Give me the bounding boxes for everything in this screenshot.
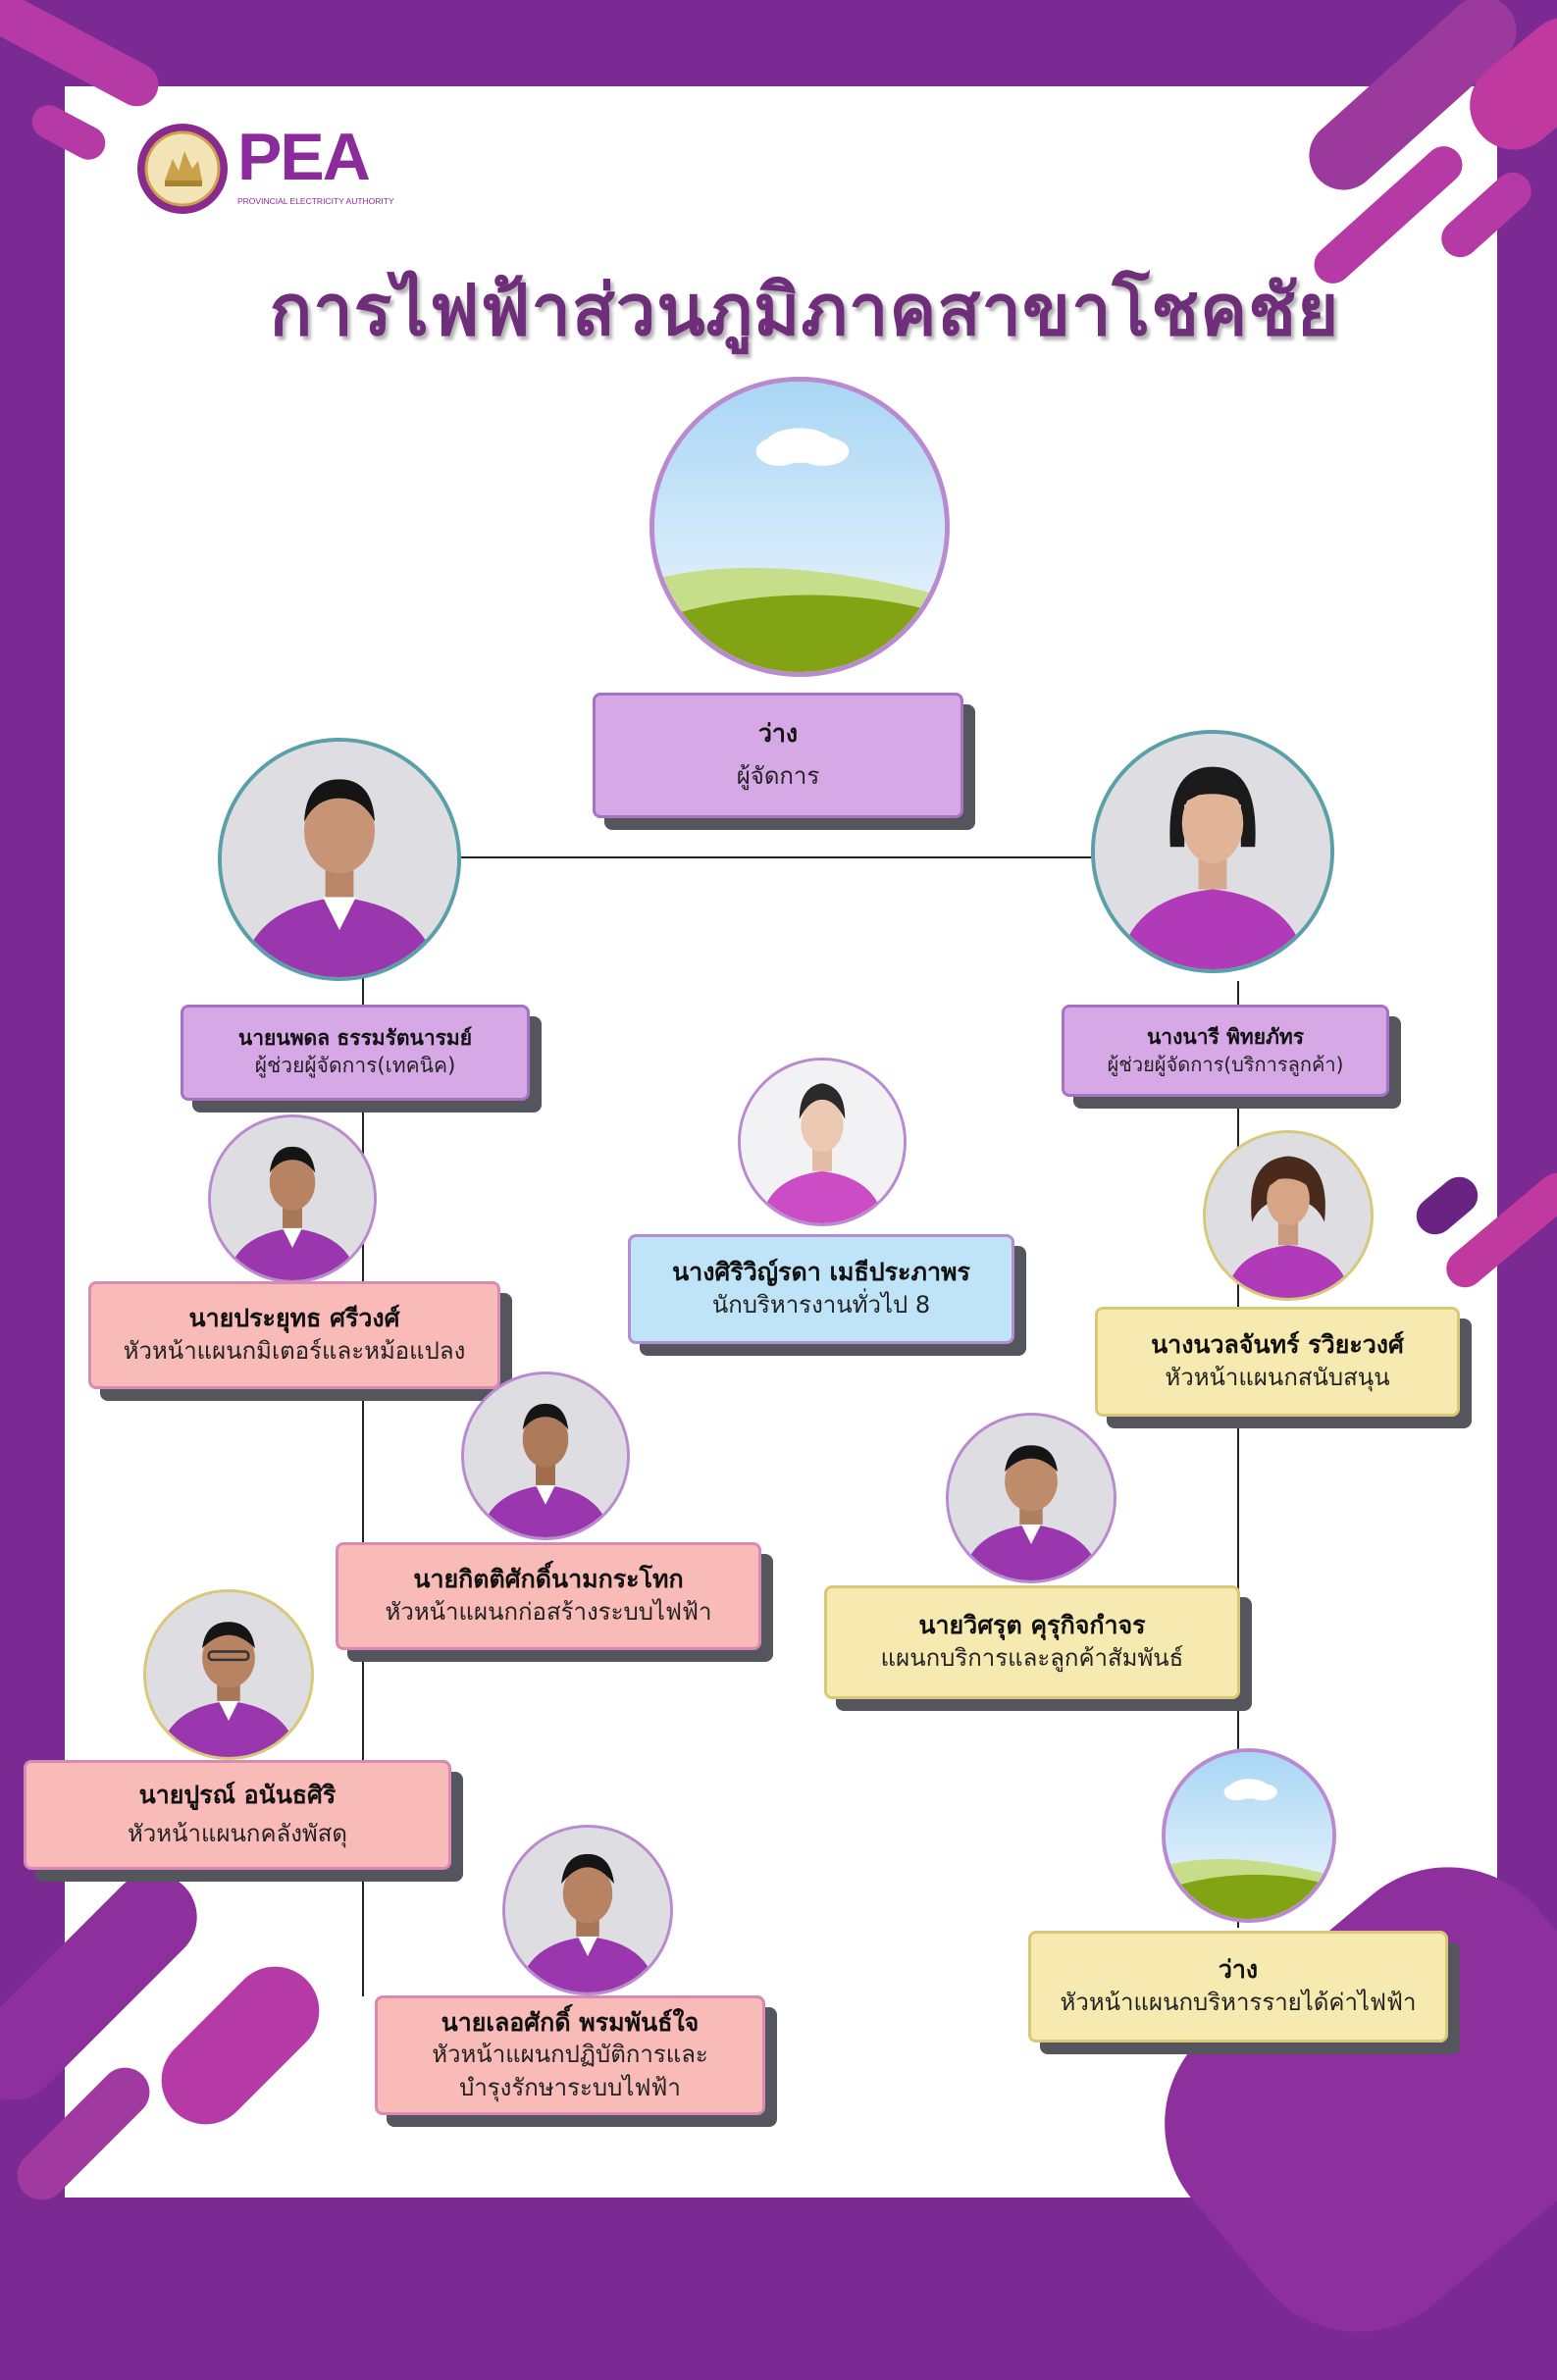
construction-head-name: นายกิตติศักดิ์นามกระโทก [413, 1565, 684, 1594]
operations-head-name: นายเลอศักดิ์ พรมพันธ์ใจ [441, 2007, 700, 2037]
asst-technical-name: นายนพดล ธรรมรัตนารมย์ [237, 1026, 473, 1051]
page-title: การไฟฟ้าส่วนภูมิภาคสาขาโชคชัย [269, 269, 1340, 351]
person-photo-icon [146, 1592, 311, 1757]
construction-head-box: นายกิตติศักดิ์นามกระโทก หัวหน้าแผนกก่อสร… [336, 1542, 761, 1650]
person-photo-icon [741, 1061, 904, 1223]
manager-photo [649, 377, 950, 677]
connector-left-vertical [362, 976, 364, 1996]
operations-head-photo [502, 1825, 673, 1995]
warehouse-head-position: หัวหน้าแผนกคลังพัสดุ [127, 1820, 347, 1848]
operations-head-position-line2: บำรุงรักษาระบบไฟฟ้า [459, 2073, 681, 2101]
support-head-name: นางนวลจันทร์ รวิยะวงศ์ [1151, 1330, 1404, 1360]
meter-head-photo [208, 1114, 377, 1283]
pea-logo: PEA PROVINCIAL ELECTRICITY AUTHORITY [135, 122, 410, 216]
construction-head-photo [461, 1371, 630, 1540]
person-photo-icon [464, 1374, 627, 1537]
person-photo-icon [222, 742, 457, 977]
person-photo-icon [949, 1416, 1114, 1580]
customer-service-position: แผนกบริการและลูกค้าสัมพันธ์ [880, 1644, 1184, 1673]
general-admin-photo [738, 1058, 907, 1226]
customer-service-name: นายวิศรุต คุรุกิจกำจร [918, 1611, 1146, 1640]
person-photo-icon [1095, 734, 1330, 969]
general-admin-position: นักบริหารงานทั่วไป 8 [711, 1291, 931, 1319]
general-admin-box: นางศิริวิญ์รดา เมธีประภาพร นักบริหารงานท… [628, 1234, 1014, 1344]
revenue-head-name: ว่าง [1218, 1955, 1259, 1985]
placeholder-landscape-icon [1166, 1752, 1332, 1919]
connector-assistants-horizontal [461, 856, 1094, 858]
asst-technical-position: ผู้ช่วยผู้จัดการ(เทคนิค) [254, 1054, 456, 1078]
support-head-photo [1203, 1130, 1374, 1301]
customer-service-box: นายวิศรุต คุรุกิจกำจร แผนกบริการและลูกค้… [824, 1585, 1240, 1699]
customer-service-photo [946, 1413, 1116, 1583]
asst-customer-position: ผู้ช่วยผู้จัดการ(บริการลูกค้า) [1107, 1053, 1344, 1077]
manager-position: ผู้จัดการ [736, 762, 820, 791]
asst-technical-box: นายนพดล ธรรมรัตนารมย์ ผู้ช่วยผู้จัดการ(เ… [181, 1005, 530, 1101]
revenue-head-photo [1162, 1748, 1336, 1923]
placeholder-landscape-icon [654, 382, 945, 672]
operations-head-position-line1: หัวหน้าแผนกปฏิบัติการและ [432, 2041, 708, 2069]
operations-head-box: นายเลอศักดิ์ พรมพันธ์ใจ หัวหน้าแผนกปฏิบั… [375, 1995, 765, 2115]
pea-emblem-icon [137, 124, 228, 214]
warehouse-head-photo [143, 1589, 314, 1760]
construction-head-position: หัวหน้าแผนกก่อสร้างระบบไฟฟ้า [385, 1598, 712, 1627]
person-photo-icon [211, 1117, 374, 1280]
manager-box: ว่าง ผู้จัดการ [593, 693, 963, 818]
revenue-head-position: หัวหน้าแผนกบริหารรายได้ค่าไฟฟ้า [1060, 1989, 1417, 2017]
connector-right-vertical [1237, 981, 1239, 1928]
meter-head-position: หัวหน้าแผนกมิเตอร์และหม้อแปลง [123, 1337, 466, 1366]
asst-technical-photo [218, 738, 461, 981]
revenue-head-box: ว่าง หัวหน้าแผนกบริหารรายได้ค่าไฟฟ้า [1028, 1931, 1448, 2043]
support-head-position: หัวหน้าแผนกสนับสนุน [1165, 1364, 1390, 1392]
manager-name: ว่าง [757, 719, 799, 749]
warehouse-head-box: นายปูรณ์ อนันธศิริ หัวหน้าแผนกคลังพัสดุ [24, 1760, 451, 1870]
general-admin-name: นางศิริวิญ์รดา เมธีประภาพร [672, 1258, 970, 1287]
support-head-box: นางนวลจันทร์ รวิยะวงศ์ หัวหน้าแผนกสนับสน… [1095, 1307, 1460, 1417]
meter-head-name: นายประยุทธ ศรีวงศ์ [188, 1304, 400, 1333]
asst-customer-name: นางนารี พิทยภัทร [1146, 1024, 1305, 1049]
warehouse-head-name: นายปูรณ์ อนันธศิริ [138, 1781, 337, 1810]
meter-head-box: นายประยุทธ ศรีวงศ์ หัวหน้าแผนกมิเตอร์และ… [88, 1281, 500, 1389]
asst-customer-box: นางนารี พิทยภัทร ผู้ช่วยผู้จัดการ(บริการ… [1062, 1005, 1389, 1097]
logo-subtext: PROVINCIAL ELECTRICITY AUTHORITY [237, 196, 394, 206]
person-photo-icon [1206, 1133, 1371, 1298]
logo-text: PEA [237, 120, 371, 194]
asst-customer-photo [1091, 730, 1334, 973]
person-photo-icon [505, 1828, 670, 1992]
